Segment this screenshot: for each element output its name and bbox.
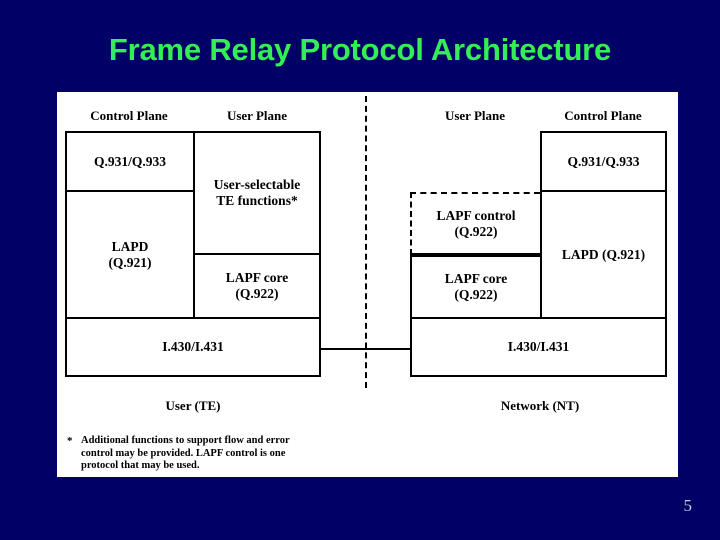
network-control-signaling-box: Q.931/Q.933	[540, 131, 667, 192]
user-physical-box: I.430/I.431	[65, 319, 321, 377]
footnote-marker: *	[67, 435, 73, 447]
user-network-boundary-divider	[365, 96, 367, 388]
user-plane-lapf-core-box: LAPF core (Q.922)	[195, 255, 321, 319]
user-plane-lapf-core-sublabel: (Q.922)	[235, 286, 279, 301]
user-control-lapd-box: LAPD (Q.921)	[65, 192, 195, 319]
network-physical-box: I.430/I.431	[410, 319, 667, 377]
page-title: Frame Relay Protocol Architecture	[108, 32, 612, 67]
user-side-label: User (TE)	[165, 398, 221, 413]
network-control-signaling-label: Q.931/Q.933	[567, 153, 640, 169]
footnote-text: Additional functions to support flow and…	[81, 435, 290, 471]
user-plane-te-functions-label: User-selectable	[213, 177, 301, 192]
page-number: 5	[683, 496, 693, 515]
user-plane-te-functions-box: User-selectable TE functions*	[195, 131, 321, 255]
physical-interconnect-line	[321, 348, 410, 350]
network-physical-label: I.430/I.431	[507, 339, 570, 354]
user-control-lapd-sublabel: (Q.921)	[108, 254, 152, 270]
user-side-user-plane-header: User Plane	[226, 108, 288, 123]
network-side-user-plane-header: User Plane	[444, 108, 506, 123]
user-control-signaling-label: Q.931/Q.933	[93, 153, 166, 169]
network-side-control-plane-header: Control Plane	[564, 108, 642, 123]
network-control-lapd-label: LAPD (Q.921)	[561, 246, 646, 262]
user-plane-lapf-core-label: LAPF core	[225, 270, 289, 285]
network-control-lapd-box: LAPD (Q.921)	[540, 192, 667, 319]
user-side-control-plane-header: Control Plane	[90, 108, 168, 123]
user-physical-label: I.430/I.431	[162, 339, 224, 354]
network-side-label: Network (NT)	[500, 398, 580, 413]
user-control-signaling-box: Q.931/Q.933	[65, 131, 195, 192]
network-plane-lapf-control-box: LAPF control (Q.922)	[410, 192, 540, 255]
network-plane-lapf-core-box: LAPF core (Q.922)	[410, 255, 540, 319]
network-plane-lapf-core-label: LAPF core	[444, 271, 508, 286]
network-plane-lapf-control-sublabel: (Q.922)	[454, 223, 498, 239]
network-plane-lapf-core-sublabel: (Q.922)	[454, 287, 498, 302]
footnote: * Additional functions to support flow a…	[67, 435, 296, 473]
user-control-lapd-label: LAPD	[111, 238, 149, 254]
diagram-panel: Control Plane User Plane User Plane Cont…	[57, 92, 678, 477]
network-plane-lapf-control-label: LAPF control	[436, 207, 516, 223]
user-plane-te-functions-sublabel: TE functions*	[216, 193, 298, 208]
